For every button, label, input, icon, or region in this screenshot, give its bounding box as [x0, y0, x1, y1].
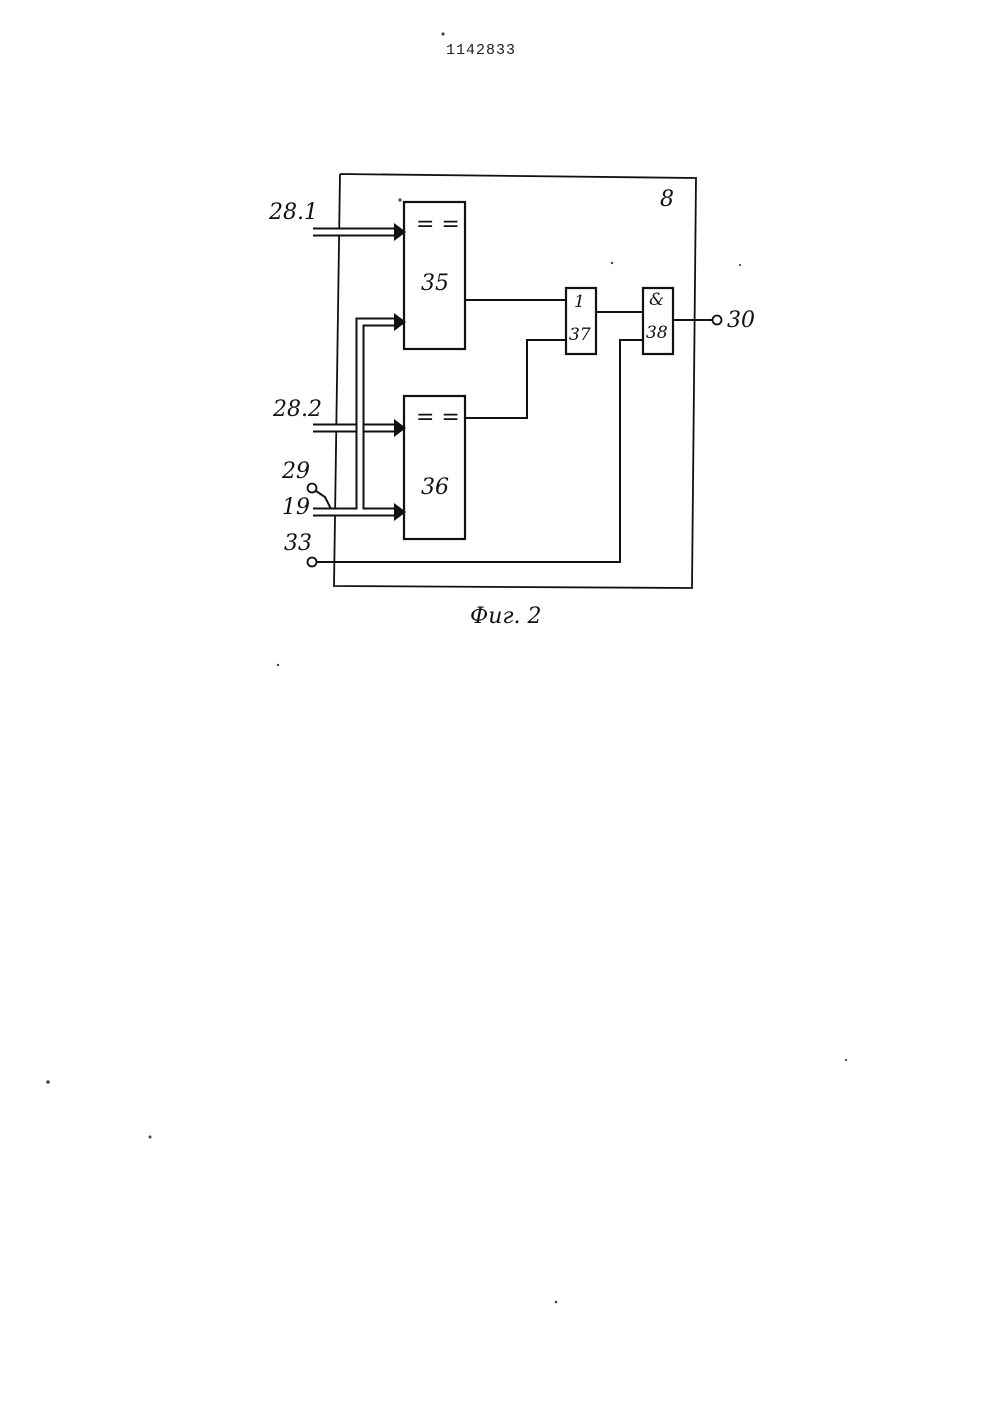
block-38-label: 38 [646, 323, 668, 343]
input-label-29: 29 [281, 459, 310, 484]
bus-19 [313, 313, 406, 521]
bus-28-1 [313, 223, 406, 241]
block-35-label: 35 [421, 271, 449, 296]
figure-caption: Фиг. 2 [470, 604, 542, 629]
wire-33-to-38 [316, 340, 643, 562]
input-label-28-1: 28.1 [268, 200, 318, 225]
block-38-symbol: & [649, 290, 664, 310]
output-label-30: 30 [727, 308, 755, 333]
input-29-terminal [308, 484, 332, 510]
block-37: 1 37 [566, 288, 596, 354]
wire-36-to-37 [465, 340, 566, 418]
input-label-33: 33 [284, 531, 312, 556]
block-36-symbol: = = [416, 405, 460, 430]
block-35: = = 35 [404, 202, 465, 349]
block-35-symbol: = = [416, 212, 460, 237]
block-36: = = 36 [404, 396, 465, 539]
output-30-terminal [713, 316, 722, 325]
block-37-label: 37 [569, 325, 591, 345]
input-33-terminal [308, 558, 317, 567]
input-label-19: 19 [282, 495, 310, 520]
block-37-symbol: 1 [574, 292, 585, 312]
block-38: & 38 [643, 288, 673, 354]
block-36-label: 36 [421, 475, 449, 500]
input-label-28-2: 28.2 [272, 397, 322, 422]
unit-label: 8 [660, 187, 674, 212]
